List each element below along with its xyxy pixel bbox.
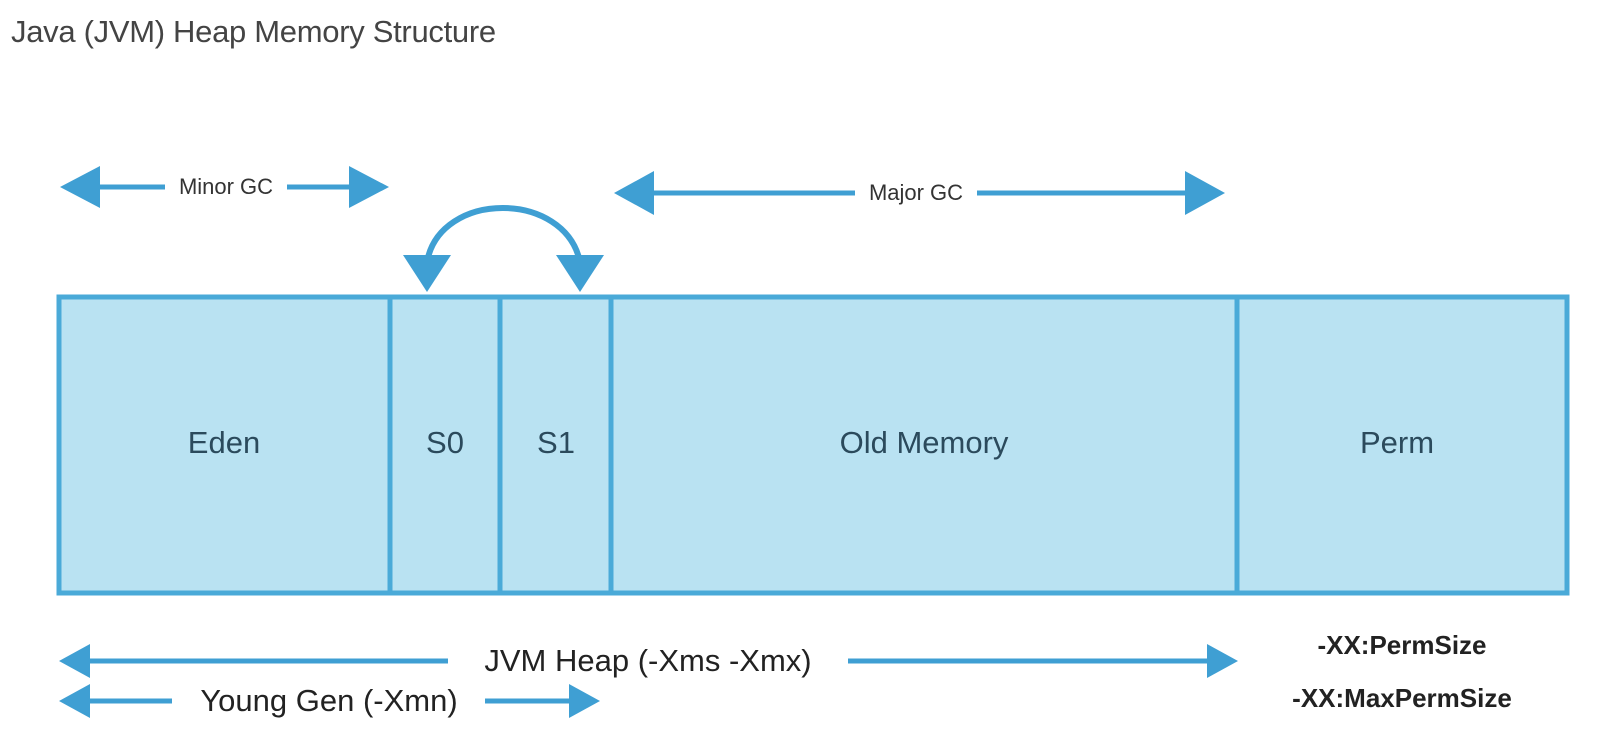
perm-flags: -XX:PermSize -XX:MaxPermSize — [1292, 630, 1512, 713]
max-perm-size-flag: -XX:MaxPermSize — [1292, 683, 1512, 713]
minor-gc-label: Minor GC — [179, 174, 273, 199]
s0-arrowhead — [403, 255, 451, 292]
memory-segments: Eden S0 S1 Old Memory Perm — [56, 294, 1570, 596]
young-gen-left-arrowhead — [59, 684, 90, 718]
jvm-heap-label: JVM Heap (-Xms -Xmx) — [484, 643, 811, 678]
young-gen-label: Young Gen (-Xmn) — [200, 683, 457, 718]
major-gc-arrow: Major GC — [614, 171, 1225, 215]
major-gc-left-arrowhead — [614, 171, 654, 215]
eden-segment — [56, 294, 393, 596]
jvm-heap-arrow: JVM Heap (-Xms -Xmx) — [59, 643, 1238, 678]
s1-segment — [497, 294, 614, 596]
old-memory-label: Old Memory — [840, 425, 1009, 460]
s0-label: S0 — [426, 425, 464, 460]
old-memory-segment — [608, 294, 1240, 596]
major-gc-right-arrowhead — [1185, 171, 1225, 215]
survivor-swap-arrow — [403, 205, 604, 292]
eden-label: Eden — [188, 425, 260, 460]
jvm-heap-left-arrowhead — [59, 644, 90, 678]
perm-segment — [1234, 294, 1570, 596]
young-gen-arrow: Young Gen (-Xmn) — [59, 683, 600, 718]
s1-arrowhead — [556, 255, 604, 292]
minor-gc-right-arrowhead — [349, 166, 389, 208]
perm-size-flag: -XX:PermSize — [1317, 630, 1486, 660]
young-gen-right-arrowhead — [569, 684, 600, 718]
minor-gc-arrow: Minor GC — [60, 166, 389, 208]
major-gc-label: Major GC — [869, 180, 963, 205]
perm-label: Perm — [1360, 425, 1434, 460]
page-title: Java (JVM) Heap Memory Structure — [11, 14, 496, 49]
jvm-heap-right-arrowhead — [1207, 644, 1238, 678]
s1-label: S1 — [537, 425, 575, 460]
minor-gc-left-arrowhead — [60, 166, 100, 208]
s0-segment — [387, 294, 503, 596]
